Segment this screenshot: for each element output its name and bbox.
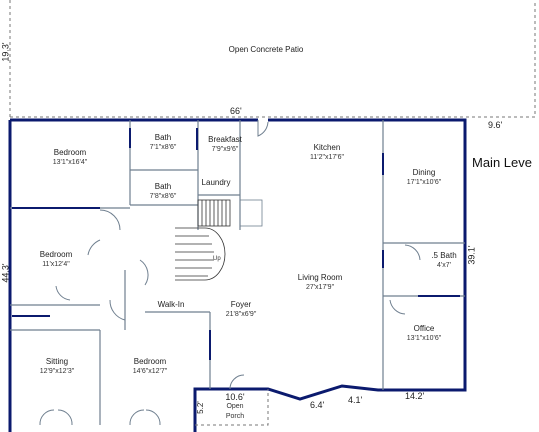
room-bath-1: Bath 7'1"x8'6" (150, 133, 177, 153)
dim-right-offset: 9.6' (488, 120, 503, 130)
room-foyer-name: Foyer (230, 300, 252, 309)
dim-top-width: 66' (230, 106, 242, 116)
room-sitting-name: Sitting (45, 357, 69, 366)
room-bath-2-dims: 7'8"x8'6" (149, 193, 177, 200)
room-breakfast: Breakfast 7'9"x9'6" (208, 135, 242, 155)
room-office-name: Office (413, 324, 435, 333)
room-porch-name: Open Porch (225, 403, 245, 420)
room-walkin: Walk-In (158, 300, 185, 310)
room-foyer: Foyer 21'8"x6'9" (226, 300, 257, 320)
room-living: Living Room 27'x17'9" (298, 273, 342, 293)
room-living-dims: 27'x17'9" (305, 284, 335, 291)
door-swings (39, 120, 421, 426)
dim-front-a: 6.4' (310, 400, 325, 410)
dim-front-c: 14.2' (405, 391, 425, 401)
room-patio: Open Concrete Patio (229, 45, 304, 55)
room-bedroom-3-name: Bedroom (133, 357, 167, 366)
room-sitting: Sitting 12'9"x12'3" (40, 357, 75, 377)
room-patio-name: Open Concrete Patio (228, 45, 304, 54)
dim-patio-depth: 19.3' (0, 42, 11, 62)
room-office: Office 13'1"x10'6" (407, 324, 442, 344)
room-living-name: Living Room (297, 273, 343, 282)
room-dining-name: Dining (412, 168, 436, 177)
room-kitchen-name: Kitchen (313, 143, 341, 152)
stairs (175, 199, 231, 281)
kitchen-fixture (239, 199, 263, 227)
room-office-dims: 13'1"x10'6" (406, 335, 442, 342)
room-bedroom-2-dims: 11'x12'4" (42, 261, 70, 268)
room-porch: 10.6' Open Porch (220, 392, 250, 422)
porch-outline (195, 389, 269, 426)
room-bedroom-1-name: Bedroom (53, 148, 87, 157)
room-bath-2-name: Bath (154, 182, 172, 191)
room-bedroom-3-dims: 14'6"x12'7" (132, 368, 168, 375)
room-laundry: Laundry (202, 178, 231, 188)
outer-wall (8, 118, 467, 432)
room-foyer-dims: 21'8"x6'9" (225, 311, 257, 318)
room-bath-1-dims: 7'1"x8'6" (149, 144, 177, 151)
room-porch-dims: 10.6' (225, 392, 245, 402)
wall-accents (12, 128, 460, 360)
room-sitting-dims: 12'9"x12'3" (39, 368, 75, 375)
room-bedroom-3: Bedroom 14'6"x12'7" (133, 357, 168, 377)
room-half-bath: .5 Bath 4'x7' (431, 251, 456, 271)
dim-left-depth: 44.3' (0, 263, 11, 283)
room-dining: Dining 17'1"x10'6" (407, 168, 442, 188)
room-breakfast-dims: 7'9"x9'6" (211, 146, 239, 153)
room-kitchen: Kitchen 11'2"x17'6" (310, 143, 344, 163)
room-bedroom-2-name: Bedroom (39, 250, 73, 259)
room-bath-1-name: Bath (154, 133, 172, 142)
level-title: Main Leve (472, 155, 532, 170)
room-walkin-name: Walk-In (157, 300, 185, 309)
patio-outline (9, 0, 536, 118)
dim-front-b: 4.1' (348, 395, 363, 405)
room-bedroom-2: Bedroom 11'x12'4" (40, 250, 72, 270)
room-bedroom-1-dims: 13'1"x16'4" (52, 159, 88, 166)
room-bedroom-1: Bedroom 13'1"x16'4" (53, 148, 88, 168)
room-half-bath-name: .5 Bath (431, 251, 457, 260)
room-kitchen-dims: 11'2"x17'6" (310, 154, 344, 161)
dim-porch-depth: 5.2' (195, 401, 205, 414)
stair-up-label: Up (213, 256, 221, 262)
room-breakfast-name: Breakfast (208, 135, 242, 144)
room-bath-2: Bath 7'8"x8'6" (150, 182, 177, 202)
dim-right-depth: 39.1' (466, 245, 477, 265)
room-dining-dims: 17'1"x10'6" (406, 179, 442, 186)
room-laundry-name: Laundry (201, 178, 231, 187)
room-half-bath-dims: 4'x7' (437, 262, 451, 269)
